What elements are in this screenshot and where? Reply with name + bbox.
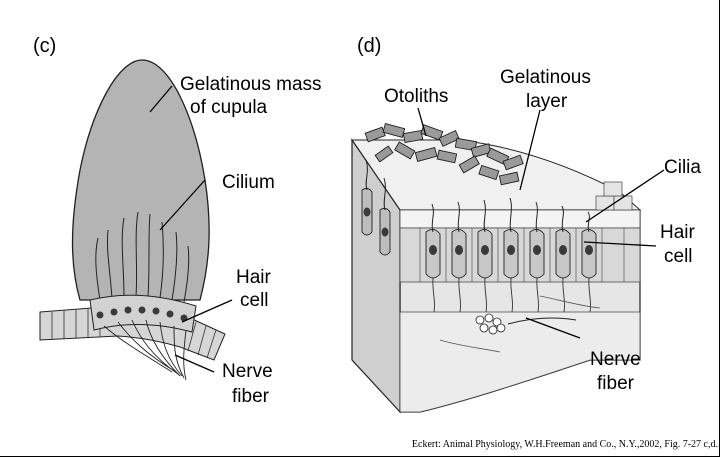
panel-c-label: (c): [33, 35, 56, 57]
figure-credit: Eckert: Animal Physiology, W.H.Freeman a…: [412, 439, 718, 450]
label-fiber-c: fiber: [232, 386, 270, 407]
label-layer: layer: [526, 91, 568, 112]
label-hair-c: Hair: [236, 267, 272, 288]
label-nerve-d: Nerve: [590, 349, 641, 370]
label-gelatinous: Gelatinous: [500, 67, 591, 88]
label-nerve-c: Nerve: [222, 361, 273, 382]
panel-d-label: (d): [357, 35, 381, 57]
label-gelatinous-mass: Gelatinous mass: [180, 74, 322, 95]
label-cilia: Cilia: [664, 157, 701, 178]
label-of-cupula: of cupula: [190, 97, 268, 118]
label-cell-d: cell: [664, 246, 693, 267]
label-fiber-d: fiber: [597, 373, 635, 394]
panel-d: (d): [352, 35, 701, 412]
label-cell-c: cell: [240, 290, 269, 311]
label-otoliths: Otoliths: [384, 86, 448, 107]
label-cilium: Cilium: [222, 172, 275, 193]
panel-c: (c): [33, 35, 322, 407]
gelatinous-layer: [400, 210, 640, 228]
label-hair-d: Hair: [660, 222, 696, 243]
